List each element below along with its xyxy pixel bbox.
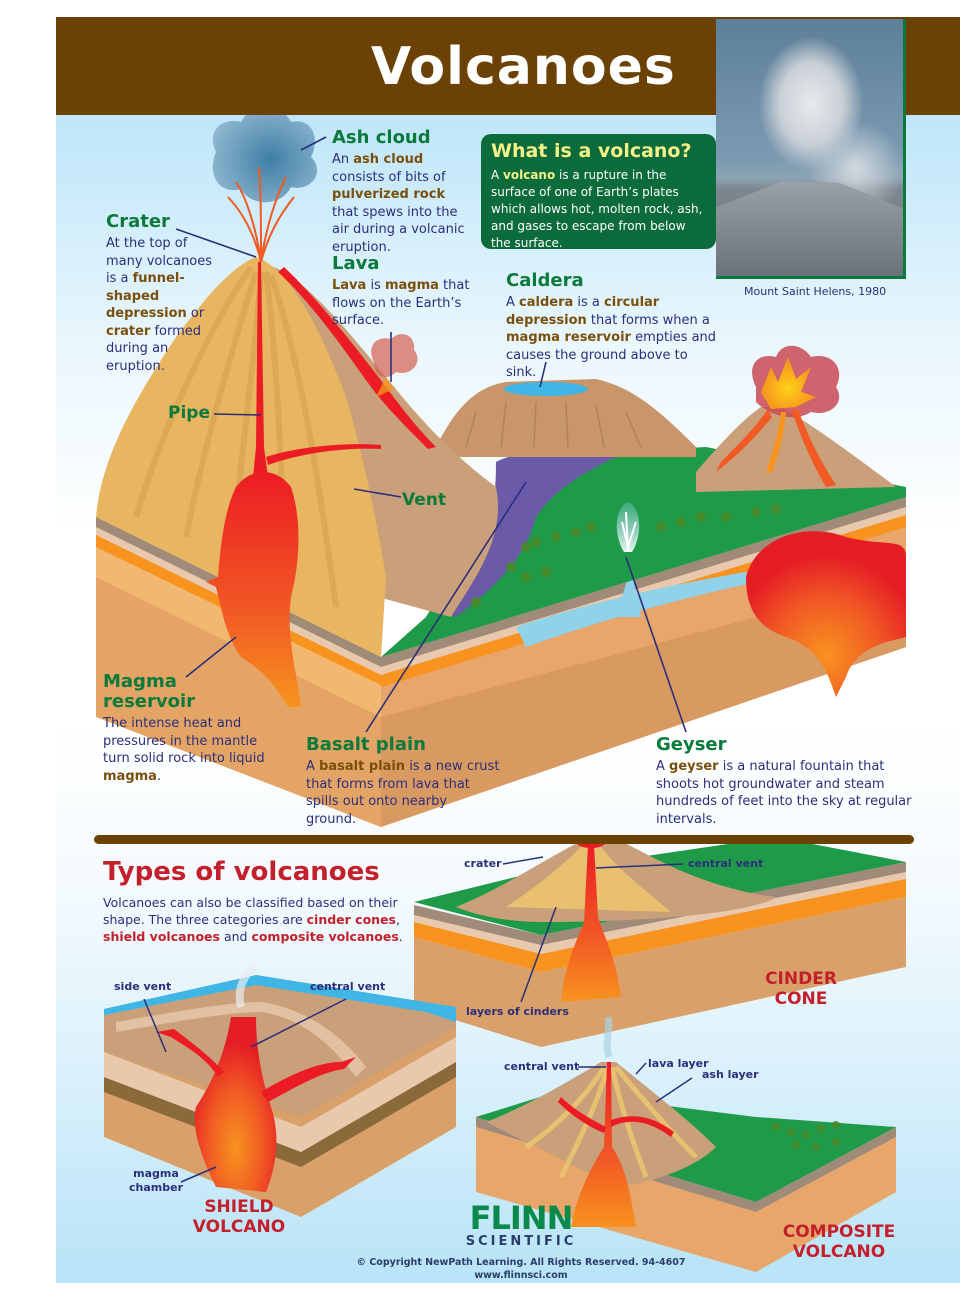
section-divider [94, 835, 914, 844]
callout-heading: Lava [332, 253, 380, 274]
photo-mountain-shape [716, 181, 903, 276]
type-name-shield-volcano: SHIELD VOLCANO [192, 1197, 286, 1237]
callout-heading: Caldera [506, 270, 584, 291]
label-magma-chamber: magma chamber [129, 1167, 183, 1194]
website-url: www.flinnsci.com [474, 1270, 568, 1281]
main-volcano-diagram [96, 107, 906, 827]
flinn-logo: FLINN SCIENTIFIC [461, 1202, 581, 1249]
label-layers-of-cinders: layers of cinders [466, 1005, 569, 1018]
label-vent: Vent [402, 490, 446, 510]
callout-ash-cloud: Ash cloud An ash cloud consists of bits … [332, 128, 472, 256]
callout-heading: Crater [106, 211, 170, 232]
what-is-heading: What is a volcano? [491, 140, 692, 162]
callout-text: The intense heat and pressures in the ma… [103, 716, 265, 784]
label-ash-layer: ash layer [702, 1068, 759, 1081]
volcano-illustrations [96, 107, 906, 1272]
composite-volcano-diagram [476, 1016, 896, 1272]
callout-basalt-plain: Basalt plain A basalt plain is a new cru… [306, 735, 501, 828]
mount-saint-helens-photo [716, 19, 906, 279]
callout-text: An ash cloud consists of bits of pulveri… [332, 152, 465, 255]
callout-text: Lava is magma that flows on the Earth’s … [332, 278, 470, 328]
cinder-cone-diagram [414, 837, 906, 1047]
types-description: Volcanoes can also be classified based o… [103, 895, 403, 944]
brand-name: FLINN [469, 1199, 574, 1237]
callout-text: A caldera is a circular depression that … [506, 295, 717, 380]
what-is-text: A volcano is a rupture in the surface of… [491, 168, 703, 250]
label-cinder-central-vent: central vent [688, 857, 764, 870]
callout-text: A basalt plain is a new crust that forms… [306, 759, 500, 827]
shield-volcano-diagram [104, 963, 456, 1217]
type-name-cinder-cone: CINDER CONE [765, 969, 837, 1009]
callout-text: A geyser is a natural fountain that shoo… [656, 759, 912, 827]
callout-caldera: Caldera A caldera is a circular depressi… [506, 271, 721, 382]
label-shield-central-vent: central vent [310, 980, 386, 993]
callout-heading: Magma reservoir [103, 671, 196, 712]
type-name-composite-volcano: COMPOSITE VOLCANO [782, 1222, 896, 1262]
callout-heading: Geyser [656, 734, 727, 755]
label-pipe: Pipe [168, 403, 210, 423]
callout-lava: Lava Lava is magma that flows on the Ear… [332, 254, 492, 330]
label-side-vent: side vent [114, 980, 172, 993]
label-composite-central-vent: central vent [504, 1060, 580, 1073]
callout-geyser: Geyser A geyser is a natural fountain th… [656, 735, 916, 828]
callout-heading: Basalt plain [306, 734, 426, 755]
callout-heading: Ash cloud [332, 127, 431, 148]
callout-text: At the top of many volcanoes is a funnel… [106, 236, 213, 374]
label-cinder-crater: crater [464, 857, 502, 870]
callout-magma-reservoir: Magma reservoir The intense heat and pre… [103, 672, 273, 785]
label-lava-layer: lava layer [648, 1057, 709, 1070]
callout-crater: Crater At the top of many volcanoes is a… [106, 212, 224, 375]
what-is-a-volcano-box: What is a volcano? A volcano is a ruptur… [481, 134, 716, 250]
volcanoes-poster: Volcanoes Mount Saint Helens, 1980 What … [56, 17, 960, 1283]
types-title: Types of volcanoes [103, 857, 380, 887]
copyright-text: © Copyright NewPath Learning. All Rights… [356, 1257, 686, 1268]
photo-caption: Mount Saint Helens, 1980 [744, 285, 887, 298]
copyright: © Copyright NewPath Learning. All Rights… [356, 1256, 686, 1282]
page-title: Volcanoes [371, 37, 676, 97]
brand-sub: SCIENTIFIC [465, 1234, 577, 1249]
